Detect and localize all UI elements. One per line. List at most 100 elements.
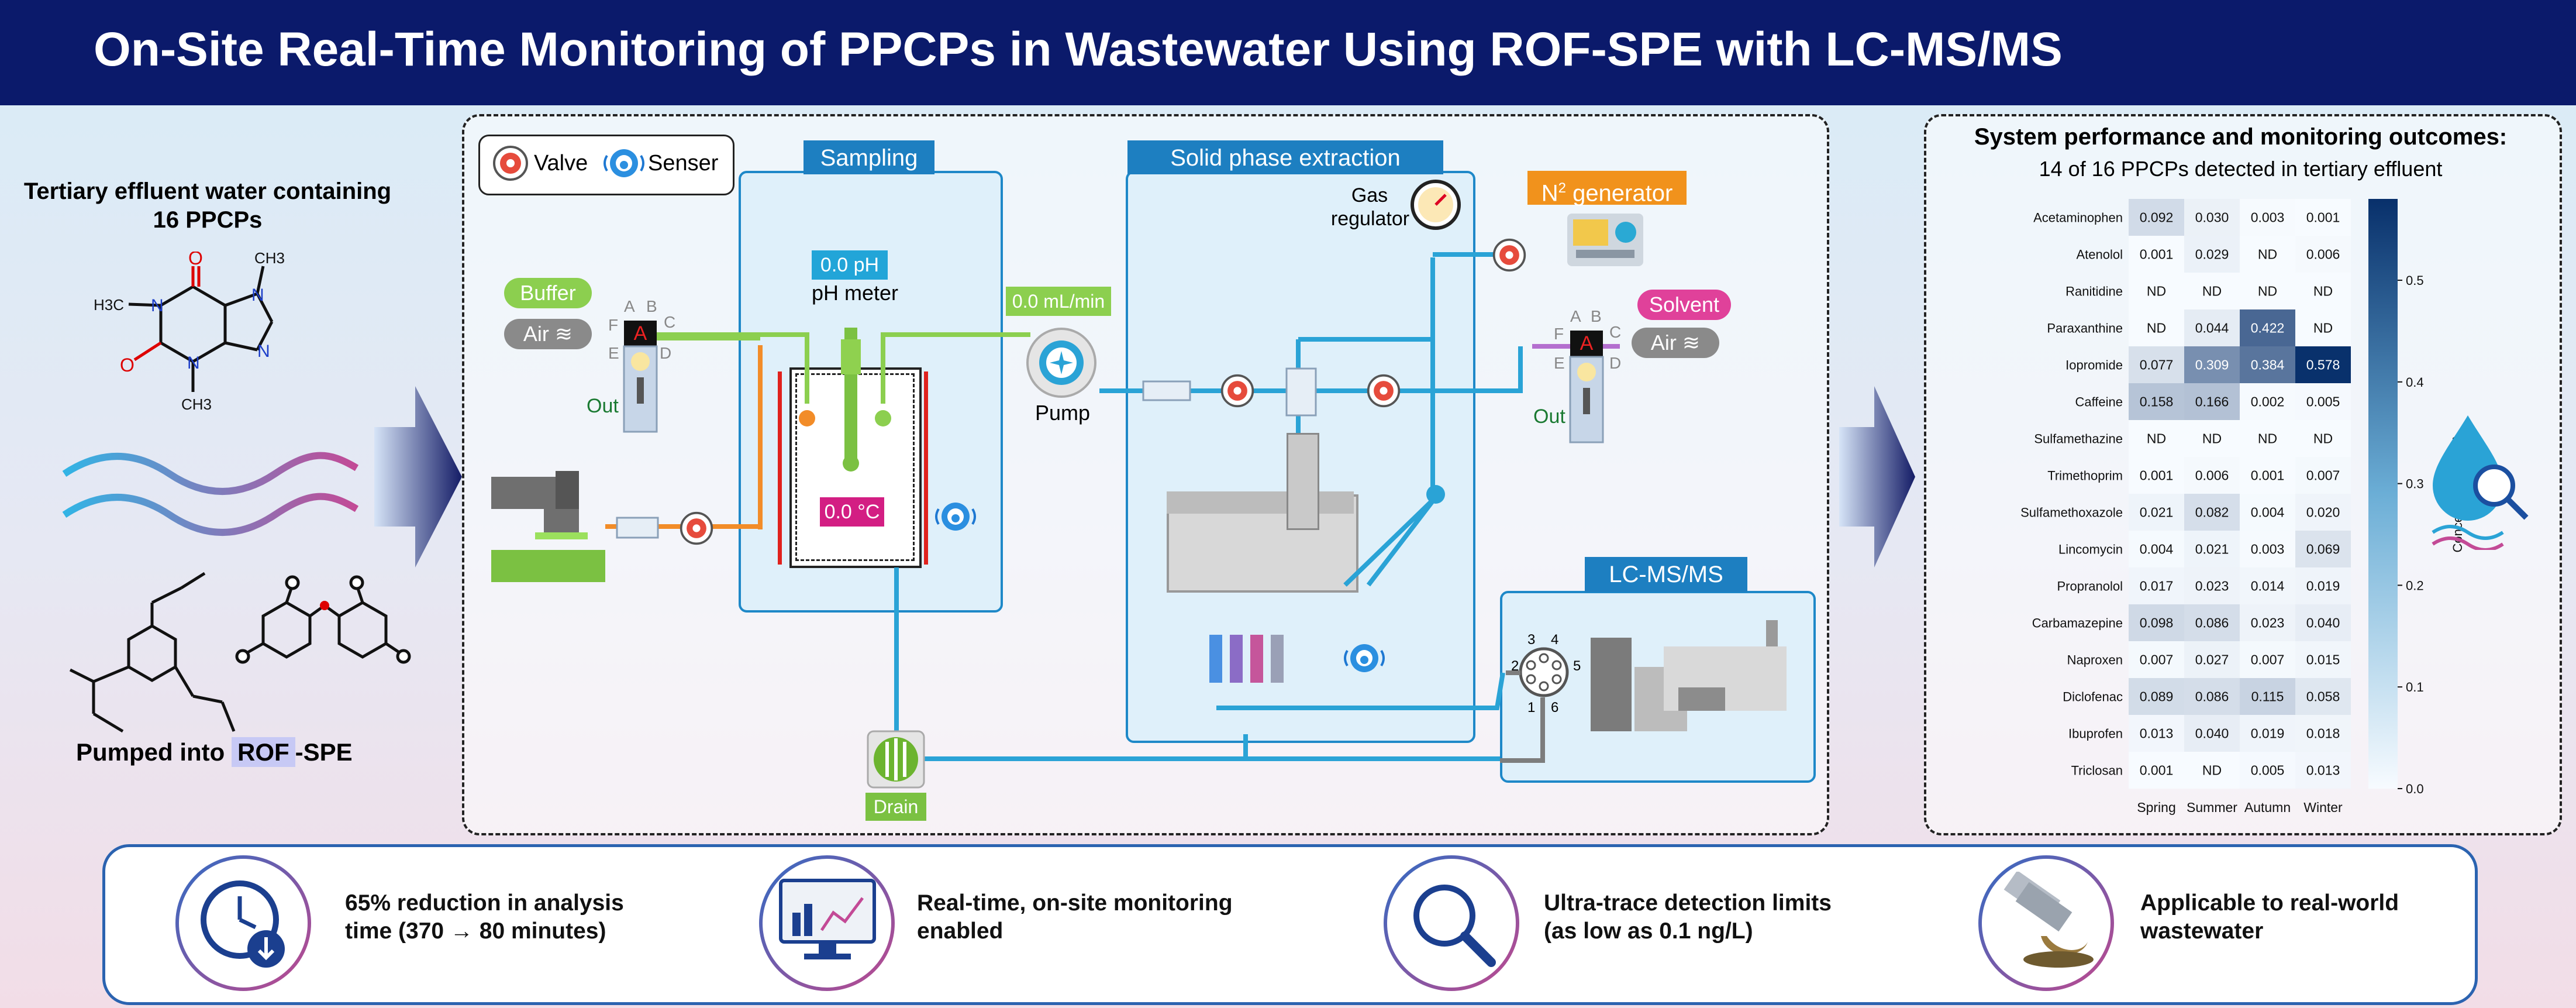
- piping-network: [605, 252, 1620, 763]
- valve-icon: [493, 146, 528, 181]
- heatmap-cell: [2129, 641, 2184, 678]
- heatmap-cell: [2240, 641, 2295, 678]
- chem-label: N: [187, 353, 200, 373]
- right-valve-port-a: A: [1570, 307, 1581, 325]
- left-syringe-pump-icon: [623, 345, 658, 433]
- heatmap-cell-value: 0.006: [2195, 468, 2229, 483]
- heatmap-cell-value: 0.115: [2251, 689, 2284, 704]
- heatmap-cell-value: 0.023: [2251, 615, 2285, 631]
- left-valve-port-a: A: [624, 297, 635, 315]
- heatmap-column-label: Spring: [2137, 800, 2175, 815]
- results-title: System performance and monitoring outcom…: [1974, 124, 2508, 150]
- left-valve-port-f: F: [608, 316, 619, 334]
- sampling-header: Sampling: [804, 140, 934, 174]
- heatmap-cell: [2295, 531, 2351, 567]
- heatmap-row-label: Trimethoprim: [2047, 469, 2123, 483]
- heatmap-cell: [2240, 531, 2295, 567]
- feature-3-line2: (as low as 0.1 ng/L): [1544, 918, 1753, 944]
- n2-generator-icon: [1567, 214, 1643, 266]
- heatmap-cell-value: 0.030: [2195, 210, 2229, 225]
- heatmap-cell: [2184, 457, 2240, 494]
- n2-valve-icon[interactable]: [1491, 237, 1527, 273]
- heatmap-cell-value: 0.001: [2140, 468, 2174, 483]
- heatmap-cell-value: 0.013: [2306, 763, 2340, 778]
- spe-cartridge: [1230, 635, 1243, 683]
- heatmap-cell-value: 0.017: [2140, 579, 2174, 594]
- heatmap-row-label: Acetaminophen: [2033, 211, 2123, 225]
- heatmap-cell-value: 0.006: [2306, 247, 2340, 262]
- spe-valve-1-icon[interactable]: [1219, 373, 1256, 409]
- chem-label: CH3: [181, 395, 212, 413]
- arrow-diagram-to-results-icon: [1839, 386, 1915, 567]
- arrow-left-to-diagram-icon: [374, 386, 462, 567]
- lcms-injection-valve-icon: [1519, 647, 1569, 697]
- heatmap-cell-value: 0.384: [2251, 357, 2285, 373]
- heatmap-cell: [2129, 715, 2184, 752]
- heatmap-cell: [2295, 199, 2351, 236]
- chem-label: O: [188, 252, 203, 269]
- feature-4-line1: Applicable to real-world: [2140, 890, 2399, 916]
- heatmap-cell-value: 0.003: [2251, 210, 2285, 225]
- heatmap-cell-value: ND: [2202, 431, 2222, 446]
- right-valve-port-b: B: [1591, 307, 1602, 325]
- heatmap-cell: [2295, 420, 2351, 457]
- heatmap-cell: [2240, 236, 2295, 273]
- heatmap-cell-value: ND: [2147, 284, 2166, 299]
- heatmap-cell-value: 0.422: [2251, 321, 2285, 336]
- heatmap-cell-value: 0.082: [2195, 505, 2229, 520]
- heatmap-cell-value: 0.021: [2195, 542, 2229, 557]
- spe-valve-2-icon[interactable]: [1365, 373, 1402, 409]
- heatmap-cell: [2295, 494, 2351, 531]
- left-out-label: Out: [587, 395, 619, 417]
- heatmap-cell: [2240, 199, 2295, 236]
- feature-2-line2: enabled: [917, 918, 1003, 944]
- right-valve-port-d: D: [1609, 354, 1622, 372]
- spe-cartridge: [1271, 635, 1284, 683]
- heatmap-cell: [2184, 531, 2240, 567]
- heatmap-cell: [2129, 309, 2184, 346]
- heatmap-cell-value: 0.001: [2306, 210, 2340, 225]
- spe-manifold-top: [1167, 491, 1354, 514]
- gas-regulator-label-2: regulator: [1330, 208, 1410, 230]
- heatmap-cell: [2240, 457, 2295, 494]
- heatmap-cell-value: 0.019: [2251, 726, 2285, 741]
- heatmap-cell: [2129, 273, 2184, 309]
- heatmap-cell-value: ND: [2147, 431, 2166, 446]
- heatmap-cell: [2240, 383, 2295, 420]
- mass-spectrometer-icon: [1591, 620, 1787, 731]
- left-air-label: Air ≋: [504, 319, 592, 349]
- solvent-label: Solvent: [1637, 290, 1731, 320]
- left-selector-valve[interactable]: A: [624, 321, 657, 346]
- heatmap-cell-value: 0.005: [2306, 394, 2340, 410]
- heatmap-cell: [2129, 383, 2184, 420]
- heatmap-cell: [2184, 678, 2240, 715]
- water-waves-icon: [62, 452, 359, 536]
- flow-rate-display: 0.0 mL/min: [1006, 287, 1111, 316]
- heatmap-cell-value: 0.021: [2140, 505, 2174, 520]
- heatmap-cell-value: 0.069: [2306, 542, 2340, 557]
- heatmap-cell-value: ND: [2258, 431, 2277, 446]
- left-heading-line1: Tertiary effluent water containing: [23, 178, 392, 204]
- heatmap-cell-value: ND: [2258, 284, 2277, 299]
- chem-label: H3C: [94, 296, 124, 314]
- heatmap-cell-value: 0.007: [2140, 652, 2174, 668]
- heatmap-cell: [2295, 309, 2351, 346]
- heatmap-cell: [2184, 199, 2240, 236]
- heatmap-cell-value: 0.013: [2140, 726, 2174, 741]
- heatmap-row-label: Ibuprofen: [2068, 727, 2123, 741]
- inlet-filter-icon: [616, 517, 659, 539]
- heatmap-cell: [2240, 273, 2295, 309]
- heatmap-column-label: Autumn: [2244, 800, 2291, 815]
- heatmap-cell: [2129, 604, 2184, 641]
- water-drop-magnifier-icon: [2432, 415, 2529, 550]
- heatmap-cell-value: 0.040: [2306, 615, 2340, 631]
- heatmap-cell: [2240, 309, 2295, 346]
- heatmap-cell: [2240, 420, 2295, 457]
- heatmap-row-label: Carbamazepine: [2032, 616, 2123, 631]
- rof-highlight: ROF: [232, 737, 295, 767]
- heatmap-cell: [2295, 236, 2351, 273]
- heatmap-row-label: Sulfamethazine: [2034, 432, 2123, 446]
- right-selector-valve[interactable]: A: [1570, 331, 1603, 356]
- heatmap-cell: [2295, 346, 2351, 383]
- feature-3-line1: Ultra-trace detection limits: [1544, 890, 1832, 916]
